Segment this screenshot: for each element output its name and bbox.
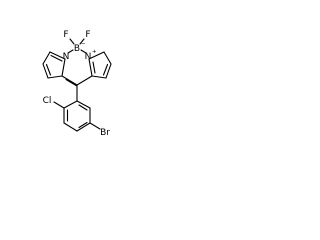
bodipy-structure-diagram: F F B − N N + Cl Br [42,30,112,138]
fluorine-left-label: F [63,30,68,40]
nitrogen-left-label: N [63,52,70,62]
bond-lines [42,38,112,132]
fluorine-right-label: F [85,30,90,40]
nitrogen-right-charge: + [92,49,97,55]
boron-charge: − [81,41,86,47]
bromine-label: Br [100,128,110,138]
chlorine-label: Cl [43,96,52,106]
nitrogen-right-label: N [85,52,92,62]
atom-labels: F F B − N N + Cl Br [43,30,111,138]
boron-label: B [74,44,80,54]
